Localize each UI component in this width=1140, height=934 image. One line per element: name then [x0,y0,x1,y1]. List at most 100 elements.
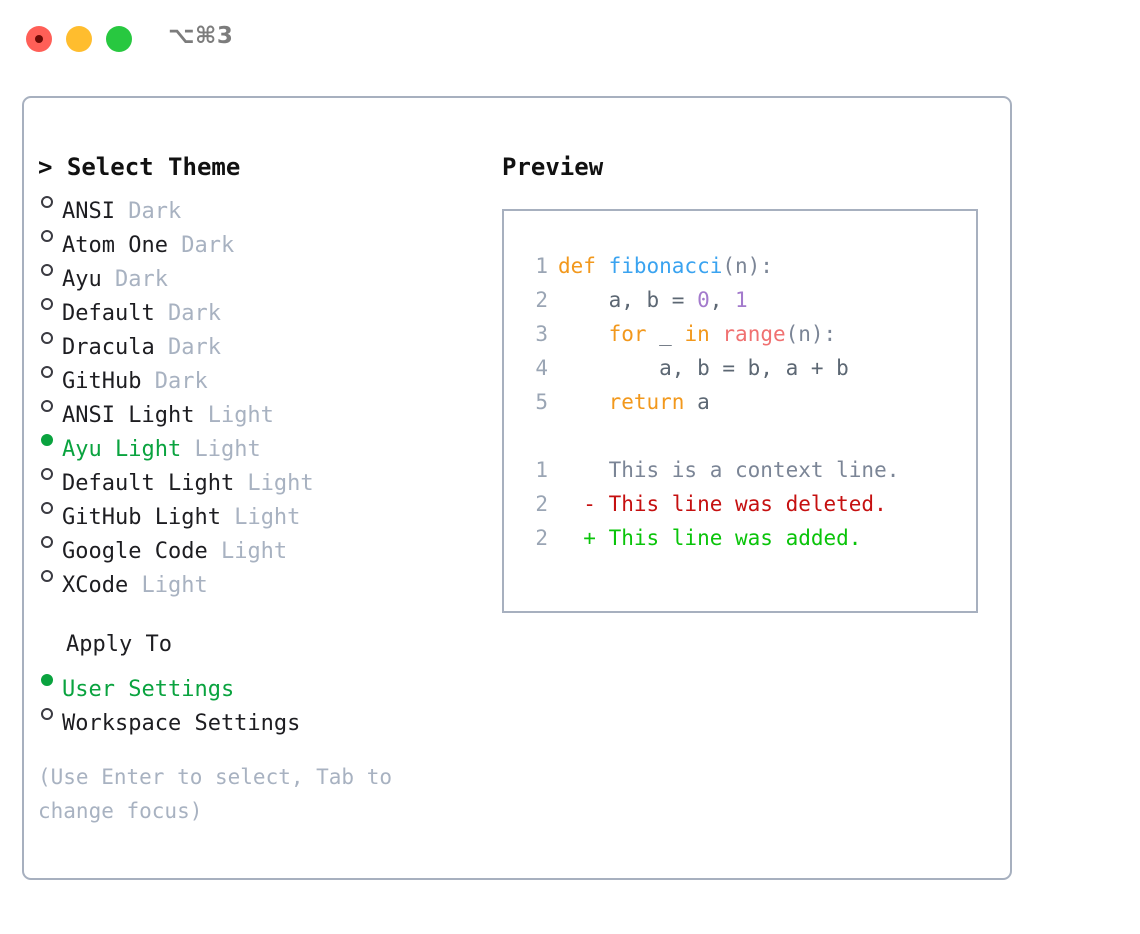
theme-option-5[interactable]: GitHub Dark [38,354,488,394]
line-number: 1 [535,254,548,278]
code-line: 3 for _ in range(n): [522,317,976,351]
theme-option-variant: Dark [141,369,208,394]
theme-option-6[interactable]: ANSI Light Light [38,388,488,428]
radio-unselected-icon[interactable] [38,354,62,388]
apply-to-option-label: User Settings [62,677,235,702]
line-number: 1 [535,458,548,482]
code-token-fn: fibonacci [608,254,723,278]
code-line: 2 a, b = 0, 1 [522,283,976,317]
diff-line-text: - This line was deleted. [558,492,887,516]
radio-unselected-icon[interactable] [38,388,62,422]
code-token-txt [710,322,723,346]
radio-unselected-icon[interactable] [38,696,62,730]
theme-option-9[interactable]: GitHub Light Light [38,490,488,530]
code-token-punc: (n): [785,322,837,346]
code-token-txt [558,390,609,414]
code-token-txt: , [709,288,736,312]
code-token-txt: _ [646,322,685,346]
diff-line-text: This is a context line. [558,458,900,482]
code-token-punc: (n): [722,254,773,278]
theme-option-2[interactable]: Ayu Dark [38,252,488,292]
code-token-kw: def [558,254,609,278]
code-token-kw: return [608,390,685,414]
theme-option-variant: Light [194,403,274,428]
theme-option-variant: Light [128,573,208,598]
keyboard-shortcut-label: ⌥⌘3 [168,23,234,49]
code-token-num: 0 [697,288,710,312]
radio-unselected-icon[interactable] [38,490,62,524]
close-window-button[interactable] [26,26,52,52]
radio-unselected-icon[interactable] [38,456,62,490]
theme-option-4[interactable]: Dracula Dark [38,320,488,360]
theme-option-0[interactable]: ANSI Dark [38,184,488,224]
theme-option-variant: Light [181,437,261,462]
code-line: 1 def fibonacci(n): [522,249,976,283]
code-token-txt [558,322,609,346]
theme-option-10[interactable]: Google Code Light [38,524,488,564]
theme-option-3[interactable]: Default Dark [38,286,488,326]
theme-option-label: XCode [62,573,129,598]
theme-option-label: GitHub [62,369,142,394]
radio-unselected-icon[interactable] [38,218,62,252]
theme-option-variant: Light [234,471,314,496]
theme-option-1[interactable]: Atom One Dark [38,218,488,258]
title-bar: ⌥⌘3 [0,0,1140,78]
theme-option-label: Ayu [62,267,102,292]
radio-unselected-icon[interactable] [38,320,62,354]
theme-option-variant: Dark [114,199,182,224]
theme-option-variant: Dark [154,335,221,360]
radio-unselected-icon[interactable] [38,286,62,320]
maximize-window-button[interactable] [106,26,132,52]
code-line: 4 a, b = b, a + b [522,351,976,385]
line-number: 2 [535,288,548,312]
code-token-num: 1 [735,288,748,312]
theme-option-variant: Light [207,539,288,564]
theme-option-label: ANSI Light [62,403,195,428]
spacer [522,419,976,453]
diff-line-text: + This line was added. [558,526,862,550]
apply-to-option-0[interactable]: User Settings [38,662,488,702]
radio-unselected-icon[interactable] [38,558,62,592]
theme-option-label: Google Code [62,539,208,564]
diff-sample: 1 This is a context line.2 - This line w… [522,453,976,555]
code-token-call: range [722,322,786,346]
theme-option-variant: Light [220,505,301,530]
line-number: 4 [535,356,548,380]
line-number: 2 [535,526,548,550]
preview-heading: Preview [502,153,604,181]
apply-to-option-1[interactable]: Workspace Settings [38,696,488,736]
diff-line-ctx: 1 This is a context line. [522,453,976,487]
diff-line-del: 2 - This line was deleted. [522,487,976,521]
theme-option-variant: Dark [154,301,221,326]
theme-option-7[interactable]: Ayu Light Light [38,422,488,462]
keyboard-hint-text: (Use Enter to select, Tab to change focu… [38,765,393,823]
theme-option-label: GitHub Light [62,505,221,530]
theme-option-8[interactable]: Default Light Light [38,456,488,496]
theme-option-label: Atom One [62,233,168,258]
line-number: 3 [535,322,548,346]
code-token-txt: a, b = [558,288,698,312]
code-line: 5 return a [522,385,976,419]
theme-option-label: ANSI [62,199,115,224]
theme-option-11[interactable]: XCode Light [38,558,488,598]
radio-selected-icon[interactable] [38,422,62,456]
code-token-txt: a [684,390,710,414]
radio-selected-icon[interactable] [38,662,62,696]
radio-unselected-icon[interactable] [38,524,62,558]
theme-option-variant: Dark [167,233,235,258]
minimize-window-button[interactable] [66,26,92,52]
radio-unselected-icon[interactable] [38,252,62,286]
theme-option-label: Default Light [62,471,235,496]
theme-option-label: Dracula [62,335,155,360]
code-token-kw: in [684,322,710,346]
radio-unselected-icon[interactable] [38,184,62,218]
theme-option-label: Ayu Light [62,437,182,462]
apply-to-heading: Apply To [66,632,172,657]
